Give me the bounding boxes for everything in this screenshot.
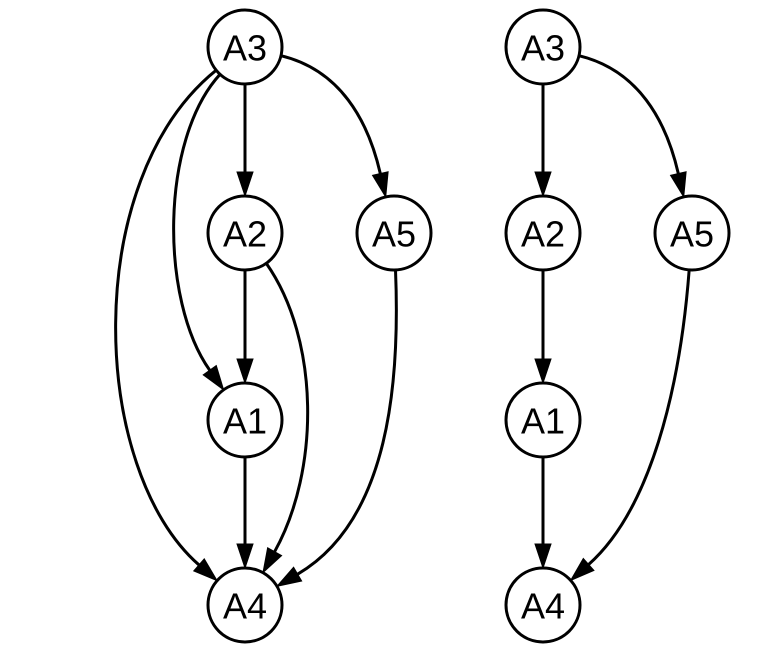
arrowhead-left-a3-a2 bbox=[236, 171, 254, 198]
node-circle bbox=[653, 194, 731, 272]
node-right-a2: A2 bbox=[504, 194, 582, 272]
node-label: A3 bbox=[223, 28, 267, 69]
node-circle bbox=[206, 381, 284, 459]
node-left-a1: A1 bbox=[206, 381, 284, 459]
node-left-a3: A3 bbox=[206, 8, 284, 86]
arrowhead-left-a2-a4 bbox=[262, 547, 283, 575]
arrowhead-right-a3-a5 bbox=[669, 171, 687, 199]
node-circle bbox=[355, 194, 433, 272]
edge-left-a3-a4 bbox=[114, 69, 218, 567]
node-right-a3: A3 bbox=[504, 8, 582, 86]
edge-left-a3-a5 bbox=[280, 54, 382, 174]
edge-right-a5-a4 bbox=[587, 269, 691, 566]
node-label: A2 bbox=[521, 214, 565, 255]
node-label: A1 bbox=[521, 401, 565, 442]
edge-right-a3-a5 bbox=[578, 54, 680, 174]
arrowhead-right-a1-a4 bbox=[534, 543, 552, 570]
node-circle bbox=[206, 8, 284, 86]
arrowhead-right-a3-a2 bbox=[534, 171, 552, 198]
node-label: A2 bbox=[223, 214, 267, 255]
node-circle bbox=[206, 566, 284, 644]
node-label: A4 bbox=[223, 586, 267, 627]
node-circle bbox=[504, 381, 582, 459]
arrowhead-left-a5-a4 bbox=[275, 566, 303, 588]
node-left-a2: A2 bbox=[206, 194, 284, 272]
node-left-a5: A5 bbox=[355, 194, 433, 272]
arrowhead-left-a3-a1 bbox=[202, 364, 225, 392]
arrowhead-left-a3-a5 bbox=[371, 171, 389, 199]
node-label: A4 bbox=[521, 586, 565, 627]
arrowhead-left-a2-a1 bbox=[236, 358, 254, 385]
arrowhead-right-a2-a1 bbox=[534, 358, 552, 385]
edge-left-a3-a1 bbox=[172, 73, 222, 372]
node-right-a1: A1 bbox=[504, 381, 582, 459]
node-left-a4: A4 bbox=[206, 566, 284, 644]
node-label: A3 bbox=[521, 28, 565, 69]
node-right-a5: A5 bbox=[653, 194, 731, 272]
node-label: A1 bbox=[223, 401, 267, 442]
node-circle bbox=[504, 194, 582, 272]
node-circle bbox=[504, 8, 582, 86]
node-label: A5 bbox=[670, 214, 714, 255]
arrowhead-right-a5-a4 bbox=[569, 557, 595, 582]
node-right-a4: A4 bbox=[504, 566, 582, 644]
arrowhead-left-a1-a4 bbox=[236, 543, 254, 570]
node-circle bbox=[206, 194, 284, 272]
node-circle bbox=[504, 566, 582, 644]
edge-left-a5-a4 bbox=[296, 269, 398, 576]
arrowhead-left-a3-a4 bbox=[192, 558, 219, 582]
node-label: A5 bbox=[372, 214, 416, 255]
edge-left-a2-a4 bbox=[265, 262, 310, 553]
